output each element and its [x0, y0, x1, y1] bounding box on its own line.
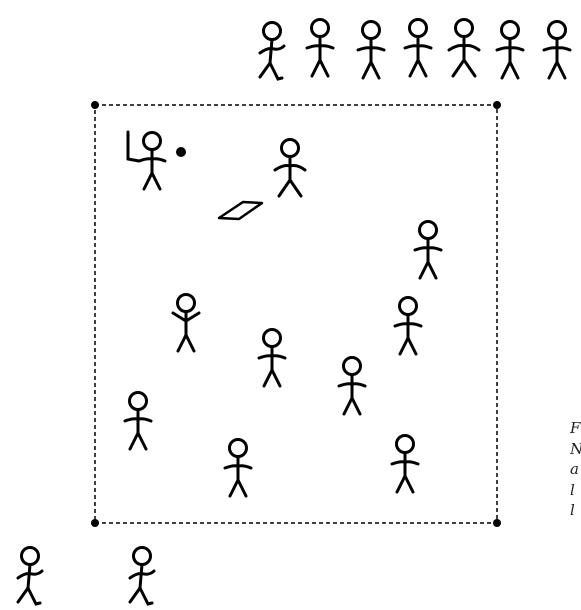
fielder: [392, 436, 418, 493]
fielder: [395, 298, 421, 355]
fielders: [125, 222, 441, 497]
batter: [128, 132, 186, 189]
corner-dot-top-right: [493, 101, 501, 109]
waiting-player: [358, 22, 384, 79]
bat-icon: [128, 132, 139, 161]
waiting-player: [260, 23, 284, 80]
fielder: [259, 330, 285, 387]
fielder: [339, 358, 365, 415]
diamond-plate-icon: [219, 202, 262, 219]
field-border: [95, 105, 497, 523]
waiting-player: [405, 20, 431, 77]
fielder: [225, 440, 251, 497]
corner-dot-top-left: [91, 101, 99, 109]
pitcher: [275, 140, 305, 197]
caption-line: F: [570, 418, 581, 439]
ball-icon: [176, 147, 186, 157]
fielder: [415, 222, 441, 279]
corner-dot-bottom-left: [91, 519, 99, 527]
fielder: [173, 295, 199, 352]
caption-line: a: [570, 459, 581, 480]
outside-runner: [18, 548, 42, 605]
caption-line: l: [570, 480, 581, 501]
caption-fragment: F N a l l: [570, 418, 581, 521]
waiting-player: [544, 22, 570, 79]
waiting-line: [260, 20, 570, 80]
caption-line: l: [570, 500, 581, 521]
fielder: [125, 393, 151, 450]
waiting-player: [497, 22, 523, 79]
corner-dot-bottom-right: [493, 519, 501, 527]
waiting-player: [307, 20, 333, 77]
outside-runner: [130, 548, 154, 605]
outside-runners: [18, 548, 154, 605]
caption-line: N: [570, 439, 581, 460]
waiting-player: [449, 20, 479, 77]
